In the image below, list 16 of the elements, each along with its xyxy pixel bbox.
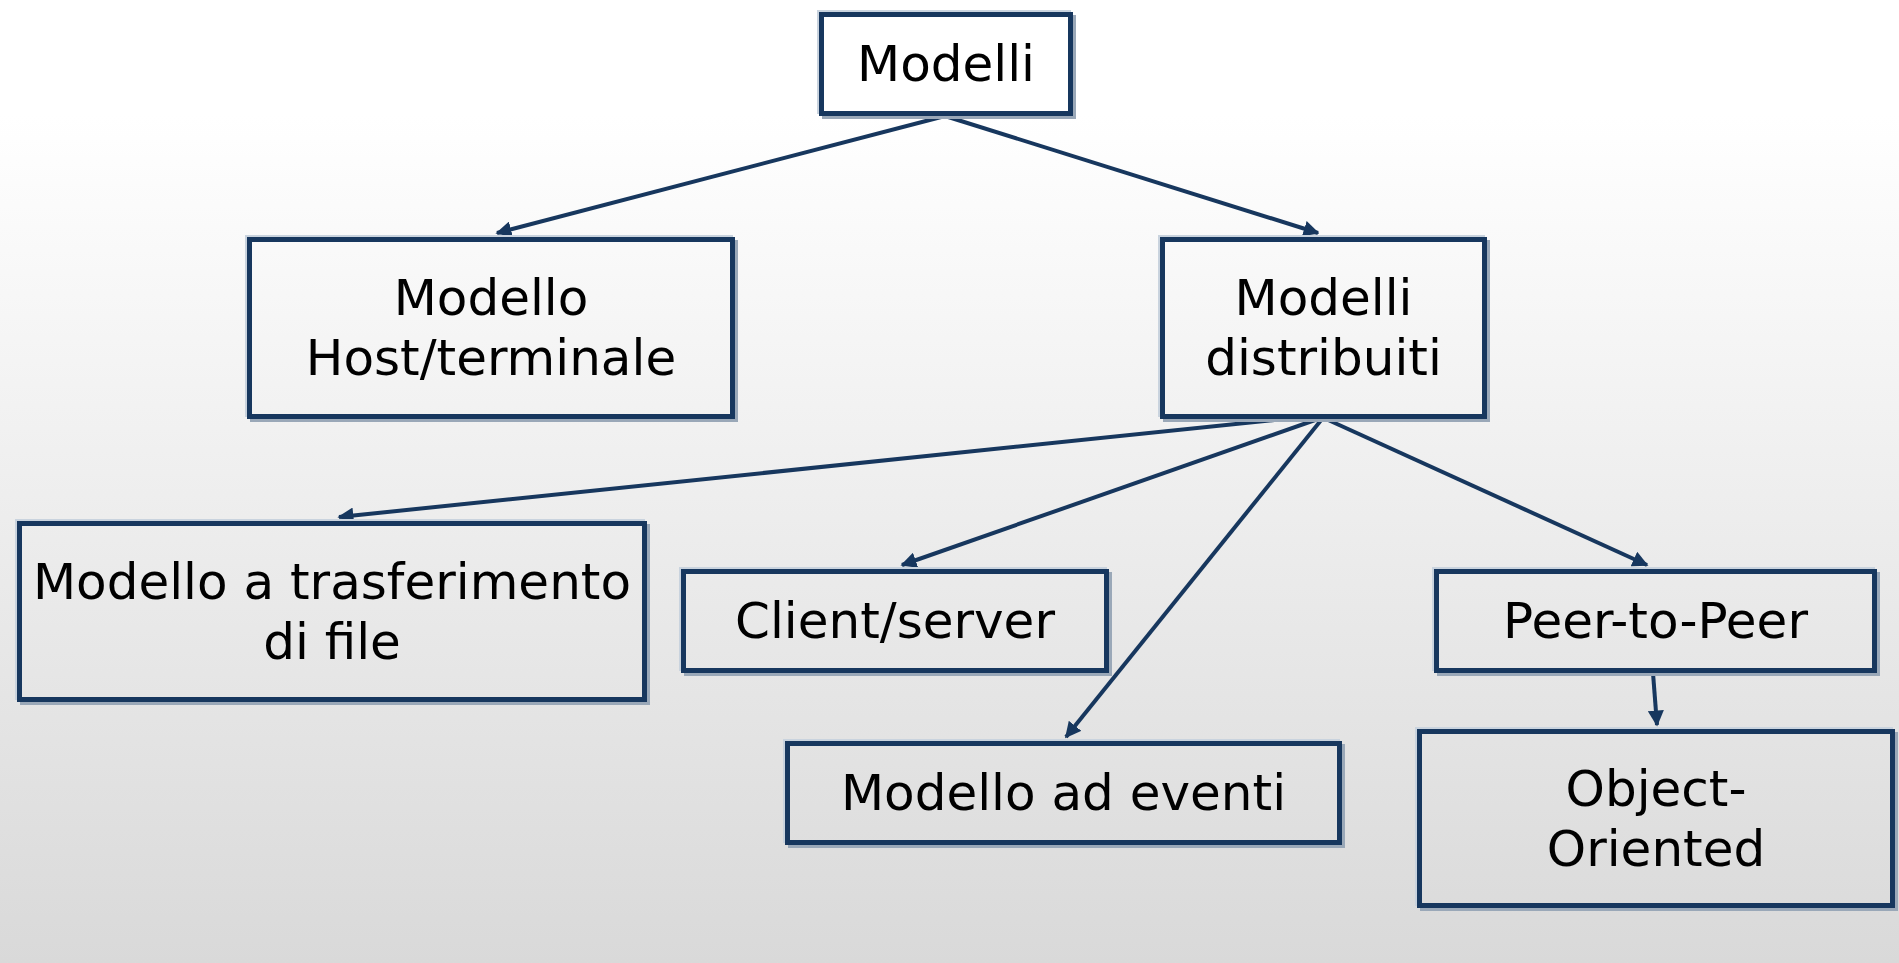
- process-box: [1434, 569, 1877, 673]
- process-box: [681, 569, 1109, 673]
- node-label: Client/server: [735, 591, 1055, 651]
- process-box: [819, 12, 1073, 116]
- node-label: Peer-to-Peer: [1503, 591, 1808, 651]
- node-label: Modello ad eventi: [840, 763, 1287, 823]
- process-box: [247, 237, 735, 419]
- node-label: Modelli distribuiti: [1204, 268, 1443, 388]
- process-box: [1417, 729, 1895, 908]
- node-label: Modelli: [857, 34, 1035, 94]
- process-box: [785, 741, 1342, 845]
- node-label: Object- Oriented: [1545, 758, 1767, 879]
- process-box: [17, 521, 647, 702]
- node-label: Modello Host/terminale: [304, 268, 678, 388]
- process-box: [1160, 237, 1487, 419]
- node-label: Modello a trasferimento di file: [32, 551, 632, 672]
